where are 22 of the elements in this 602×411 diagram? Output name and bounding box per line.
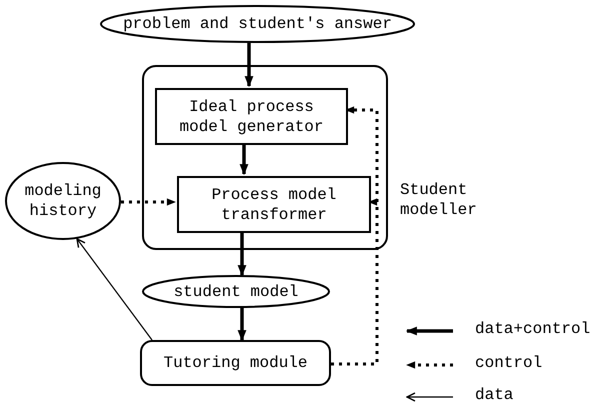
group-heading: Student modeller	[400, 180, 478, 220]
data-ellipse	[142, 275, 330, 308]
legend-label: data+control	[475, 320, 590, 338]
legend-label: control	[475, 354, 542, 372]
node-label: modeling history	[24, 181, 102, 221]
legend-label: data	[475, 386, 514, 404]
arrow	[120, 198, 176, 206]
data-ellipse	[5, 162, 121, 240]
arrow	[76, 238, 152, 340]
node-label: student model	[174, 282, 298, 302]
arrow	[240, 143, 248, 176]
node-label: Process model transformer	[210, 184, 338, 224]
process-box	[155, 88, 348, 145]
node-label: Ideal process model generator	[178, 96, 325, 136]
arrow	[238, 308, 246, 342]
module-box	[140, 340, 331, 386]
arrow	[244, 42, 254, 88]
process-box	[177, 176, 371, 233]
node-label: Tutoring module	[163, 353, 308, 373]
arrow	[238, 231, 246, 276]
node-label: problem and student's answer	[123, 14, 392, 34]
input-ellipse	[100, 5, 415, 43]
